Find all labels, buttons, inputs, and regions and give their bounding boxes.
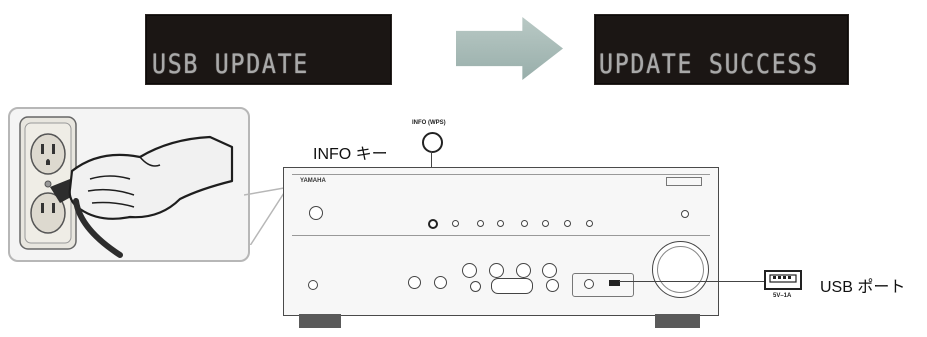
info-button [428, 219, 438, 229]
brand-logo: YAMAHA [300, 178, 326, 184]
power-outlet-callout [8, 107, 250, 262]
info-key-label: INFO キー [313, 146, 388, 163]
model-badge [666, 177, 702, 186]
receiver-foot-left [299, 314, 341, 328]
right-arrow-icon [456, 17, 563, 80]
pure-direct-button [470, 281, 481, 292]
scene-button-1 [462, 263, 477, 278]
usb-port-icon [764, 270, 802, 290]
input-panel [572, 273, 634, 297]
front-button-8 [586, 220, 593, 227]
hand-plugging-icon [50, 135, 234, 258]
tone-button-right [434, 276, 447, 289]
scene-button-3 [516, 263, 531, 278]
power-button [309, 206, 323, 220]
volume-knob-icon [652, 241, 709, 298]
front-button-5 [521, 220, 528, 227]
phones-jack [308, 280, 318, 290]
panel-usb-port [609, 280, 620, 286]
front-button-6 [542, 220, 549, 227]
display-before-text: USB UPDATE [152, 49, 310, 80]
display-after: UPDATE SUCCESS [594, 14, 849, 85]
scene-button-2 [489, 263, 504, 278]
display-before: USB UPDATE [145, 14, 392, 85]
tone-button-left [408, 276, 421, 289]
front-button-2 [452, 220, 459, 227]
info-key-panel-label: INFO (WPS) [412, 120, 446, 126]
front-button-7 [564, 220, 571, 227]
scene-button-4 [542, 263, 557, 278]
callout-pointer [244, 187, 285, 245]
front-button-3 [477, 220, 484, 227]
power-outlet-icon [19, 116, 234, 258]
display-after-text: UPDATE SUCCESS [599, 49, 819, 80]
straight-button [546, 279, 559, 292]
program-selector [491, 278, 533, 294]
receiver-foot-right [655, 314, 700, 328]
av-receiver-front-panel: YAMAHA [283, 167, 719, 316]
front-button-4 [497, 220, 504, 227]
usb-port-label: USB ポート [820, 279, 906, 296]
usb-port-leader [619, 281, 764, 282]
front-button-right [681, 210, 689, 218]
info-key-icon [422, 132, 443, 153]
aux-jack [584, 279, 594, 289]
usb-rating: 5V–1A [773, 293, 792, 299]
